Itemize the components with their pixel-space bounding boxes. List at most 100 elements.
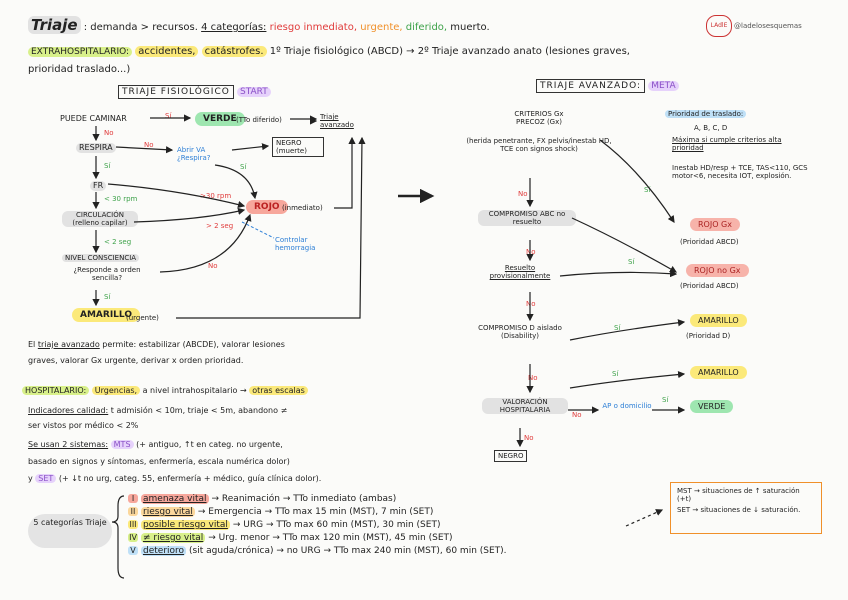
categories-label: 5 categorías Triaje [28,514,112,548]
start-title: TRIAJE FISIOLÓGICO [118,85,234,99]
meta-si-5: Sí [662,396,669,404]
start-heading: TRIAJE FISIOLÓGICO START [118,85,271,99]
meta-no-5: No [572,411,582,419]
meta-si-1: Sí [644,186,651,194]
header-line: Triaje : demanda > recursos. 4 categoría… [28,16,490,35]
header-definition: : demanda > recursos. [83,22,198,33]
logo-text: LAdlE [710,22,728,29]
resuelto-node: Resuelto provisionalmente [489,264,551,281]
meta-no-3: No [526,300,536,308]
prioridad-abcd: A, B, C, D [694,124,728,132]
extra-rest-2: prioridad traslado...) [28,64,131,75]
header-cats-label: 4 categorías: [201,22,267,33]
cat-immediate: riesgo inmediato, [269,22,358,33]
triaje-avanzado-link: Triaje avanzado [320,113,354,130]
verde-note: (TTo diferido) [236,116,282,124]
set-prefix: y [28,474,33,483]
verde-badge: VERDE [195,112,245,126]
sistemas-line: Se usan 2 sistemas: MTS (+ antiguo, ↑t e… [28,440,283,450]
category-text: → Urg. menor → TTo max 120 min (MST), 45… [208,533,453,543]
meta-no-1: No [518,190,528,198]
meta-title: TRIAJE AVANZADO: [536,79,646,93]
rojo-gx-badge: ROJO Gx [690,218,740,231]
set-text: (+ ↓t no urg, categ. 55, enfermería + mé… [58,474,322,483]
hospital-nivel: a nivel intrahospitalario → [142,386,247,395]
mts-text: (+ antiguo, ↑t en categ. no urgente, [136,440,283,449]
ap-domicilio: AP o domicilio [602,402,652,410]
cat-urgent: urgente, [360,22,403,33]
gt30-label: >30 rpm [200,192,232,200]
meta-no-4: No [528,374,538,382]
lt2seg-label: < 2 seg [104,238,132,246]
meta-negro: NEGRO [494,450,528,463]
author-handle: @ladelosesquemas [734,22,802,30]
no-label-1: No [104,129,114,137]
nivel-node: NIVEL CONSCIENCIA [62,254,140,263]
rojo-no-gx-note: (Prioridad ABCD) [680,282,739,290]
compromiso-abc: COMPROMISO ABC no resuelto [478,210,576,227]
meta-si-4: Sí [612,370,619,378]
cat-dead: muerto. [450,22,490,33]
mts-text-2: basado en signos y síntomas, enfermería,… [28,457,290,466]
extra-rest: 1º Triaje fisiológico (ABCD) → 2º Triaje… [269,46,630,57]
note-line-2: SET → situaciones de ↓ saturación. [677,506,801,515]
abrir-va: Abrir VA ¿Respira? [177,146,211,163]
meta-heading: TRIAJE AVANZADO: META [536,79,679,93]
rojo-no-gx-badge: ROJO no Gx [686,264,749,277]
controlar-hemorragia: Controlar hemorragia [275,236,316,253]
indicadores-text-2: ser vistos por médico < 2% [28,421,139,430]
meta-amarillo-note: (Prioridad D) [686,332,731,340]
meta-amarillo2-badge: AMARILLO [690,366,747,379]
hospital-urgencias: Urgencias, [91,386,141,395]
rojo-gx-note: (Prioridad ABCD) [680,238,739,246]
indicadores-text: t admisión < 10m, triaje < 5m, abandono … [110,406,288,415]
advanced-note-a: El [28,340,36,349]
category-number: II [128,507,138,516]
rojo-badge: ROJO [246,200,288,214]
amarillo-badge: AMARILLO [72,308,140,322]
si-label-abrir: Sí [240,163,247,171]
indicadores-label: Indicadores calidad: [28,406,109,415]
cat-deferred: diferido, [405,22,448,33]
saturation-note-box: MST → situaciones de ↑ saturación (+t) S… [670,482,822,534]
prioridad-list: Inestab HD/resp + TCE, TAS<110, GCS moto… [672,164,808,181]
start-tag: START [237,87,271,97]
amarillo-note: (urgente) [126,314,159,322]
meta-verde-badge: VERDE [690,400,734,413]
puede-caminar: PUEDE CAMINAR [60,114,127,123]
hospital-line: HOSPITALARIO: Urgencias, a nivel intraho… [22,386,308,396]
category-number: IV [128,533,138,542]
category-number: V [128,546,138,555]
nivel-question: ¿Responde a orden sencilla? [73,266,141,283]
rojo-note: (inmediato) [282,204,323,212]
valoracion-node: VALORACIÓN HOSPITALARIA [482,398,568,415]
respira-node: RESPIRA [76,143,116,153]
criterios-node: CRITERIOS Gx PRECOZ (Gx) [514,110,564,127]
indicadores-line: Indicadores calidad: t admisión < 10m, t… [28,406,287,416]
meta-tag: META [648,81,679,91]
circulacion-node: CIRCULACIÓN (relleno capilar) [62,211,138,228]
advanced-note-line2: graves, valorar Gx urgente, derivar x or… [28,356,244,365]
gt2seg-label: > 2 seg [206,222,234,230]
meta-si-3: Sí [614,324,621,332]
extra-accidents: accidentes, [135,46,199,57]
advanced-note-b: triaje avanzado [37,340,100,349]
prioridad-text: Máxima si cumple criterios alta priorida… [672,136,782,153]
fr-cond: < 30 rpm [104,195,138,203]
category-row: IV≠ riesgo vital→ Urg. menor → TTo max 1… [128,533,507,543]
category-text: (sit aguda/crónica) → no URG → TTo max 2… [189,546,507,556]
compromiso-d: COMPROMISO D aislado (Disability) [478,324,562,341]
extra-label: EXTRAHOSPITALARIO: [28,47,133,57]
set-line: y SET (+ ↓t no urg, categ. 55, enfermerí… [28,474,321,484]
meta-amarillo-badge: AMARILLO [690,314,747,327]
hospital-otras: otras escalas [249,386,308,395]
extra-line: EXTRAHOSPITALARIO: accidentes, catástrof… [28,46,630,59]
advanced-note-line1: El triaje avanzado permite: estabilizar … [28,340,285,350]
logo: LAdlE [706,15,732,37]
